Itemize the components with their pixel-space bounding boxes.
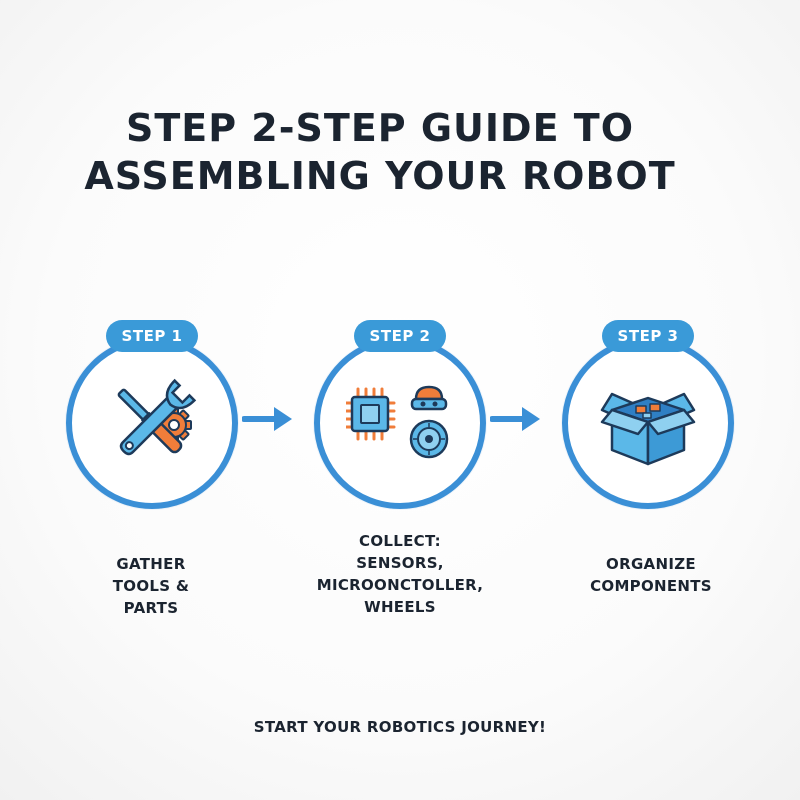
arrow-right-icon — [242, 407, 292, 431]
title-line-2: ASSEMBLING YOUR ROBOT — [84, 154, 676, 198]
step-1-label: GATHER TOOLS & PARTS — [112, 555, 190, 617]
page-title: STEP 2-STEP GUIDE TO ASSEMBLING YOUR ROB… — [0, 104, 760, 200]
footer-tagline: START YOUR ROBOTICS JOURNEY! — [253, 718, 547, 736]
wheel-icon — [409, 419, 449, 459]
wrench-screwdriver-gear-icon — [117, 378, 197, 456]
step-2-badge: STEP 2 — [354, 320, 446, 352]
step-2-circle — [314, 337, 486, 509]
chip-sensor-wheel-icon — [346, 385, 449, 459]
step-1-badge: STEP 1 — [106, 320, 198, 352]
step-3-label: ORGANIZE COMPONENTS — [590, 555, 712, 595]
step-3-badge: STEP 3 — [602, 320, 694, 352]
wrench-icon — [119, 378, 197, 456]
open-box-icon — [600, 392, 696, 466]
step-2-label: COLLECT: SENSORS, MICROONCTOLLER, WHEELS — [316, 532, 484, 616]
arrow-right-icon — [490, 407, 540, 431]
sensor-icon — [410, 385, 448, 411]
title-line-1: STEP 2-STEP GUIDE TO — [125, 106, 634, 150]
microcontroller-icon — [346, 387, 396, 441]
